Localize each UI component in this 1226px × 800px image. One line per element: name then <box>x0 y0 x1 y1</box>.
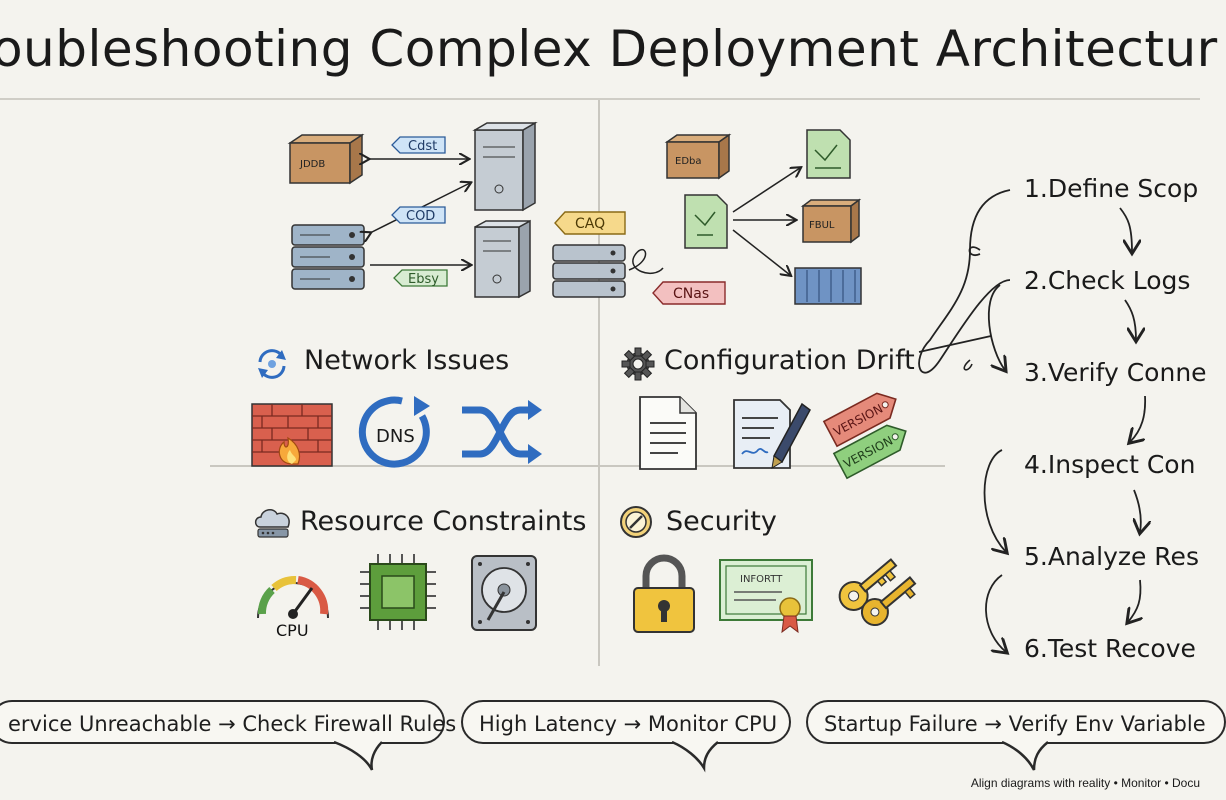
signed-document-icon <box>733 399 811 469</box>
version-tag-icon: VERSION VERSION <box>822 392 907 480</box>
footer-note: Align diagrams with reality • Monitor • … <box>970 776 1200 790</box>
certificate-label: INFORTT <box>740 574 783 585</box>
network-sync-icon <box>258 349 286 379</box>
svg-text:Ebsy: Ebsy <box>408 272 439 287</box>
grid-divider <box>210 465 945 467</box>
hard-drive-icon <box>471 555 537 631</box>
speech-bubble-tail <box>333 740 383 771</box>
connector-line <box>918 335 992 353</box>
speech-bubble: High Latency → Monitor CPU <box>461 700 791 744</box>
label-tag-icon: CNas <box>652 281 726 305</box>
server-rack-icon <box>552 244 626 298</box>
svg-text:CNas: CNas <box>673 286 709 302</box>
gauge-label: CPU <box>276 621 309 640</box>
speech-bubble: Startup Failure → Verify Env Variable <box>806 700 1226 744</box>
padlock-icon <box>633 554 695 633</box>
shield-compass-icon <box>620 506 652 538</box>
dns-icon: DNS <box>358 396 430 468</box>
flow-step: 3.Verify Conne <box>1024 358 1207 387</box>
storage-box-icon: FBUL <box>800 198 862 244</box>
storage-box-icon: EDba <box>664 133 732 180</box>
label-tag-icon: CAQ <box>554 211 626 235</box>
flow-step: 6.Test Recove <box>1024 634 1196 663</box>
cloud-server-icon <box>254 509 290 538</box>
speech-bubble-tail <box>1001 740 1049 771</box>
svg-text:Cdst: Cdst <box>408 139 437 154</box>
storage-box-icon: JDDB <box>287 133 365 185</box>
tower-server-icon <box>472 121 538 212</box>
svg-text:CAQ: CAQ <box>575 216 605 232</box>
flow-step: 2.Check Logs <box>1024 266 1191 295</box>
label-tag-icon: Ebsy <box>393 269 448 287</box>
box-label: FBUL <box>809 220 835 231</box>
title-divider <box>0 98 1200 100</box>
grid-divider <box>598 100 600 666</box>
deployment-flow-diagram: CAQ EDba CNas FBUL <box>552 129 862 305</box>
box-label: JDDB <box>299 159 325 170</box>
speech-bubble: ervice Unreachable → Check Firewall Rule… <box>0 700 456 744</box>
architecture-diagram: JDDB Cdst COD Ebsy <box>287 121 538 299</box>
label-tag-icon: Cdst <box>391 136 446 154</box>
label-tag-icon: COD <box>391 206 446 224</box>
certificate-icon: INFORTT <box>719 559 813 634</box>
flow-step: 4.Inspect Con <box>1024 450 1196 479</box>
dns-label: DNS <box>376 426 415 447</box>
speech-bubble-tail <box>671 740 719 773</box>
page-title: roubleshooting Complex Deployment Archit… <box>0 20 1218 78</box>
config-file-icon <box>806 129 851 179</box>
box-label: EDba <box>675 156 702 167</box>
tower-server-icon <box>474 219 531 299</box>
flow-step: 1.Define Scop <box>1024 174 1199 203</box>
svg-text:COD: COD <box>406 209 435 224</box>
gear-icon <box>621 347 655 381</box>
category-title-network: Network Issues <box>304 345 510 376</box>
keys-icon <box>838 558 917 627</box>
config-file-icon <box>684 194 728 249</box>
document-icon <box>639 396 697 470</box>
flow-connectors <box>918 189 1200 680</box>
category-title-resources: Resource Constraints <box>300 506 587 537</box>
container-icon <box>794 267 862 305</box>
category-title-configuration: Configuration Drift <box>664 345 915 376</box>
category-title-security: Security <box>666 506 777 537</box>
flow-step: 5.Analyze Res <box>1024 542 1199 571</box>
chip-icon <box>360 554 436 630</box>
shuffle-icon <box>462 400 542 464</box>
server-rack-icon <box>291 224 365 290</box>
gauge-icon: CPU <box>257 576 329 640</box>
firewall-icon <box>251 403 333 467</box>
